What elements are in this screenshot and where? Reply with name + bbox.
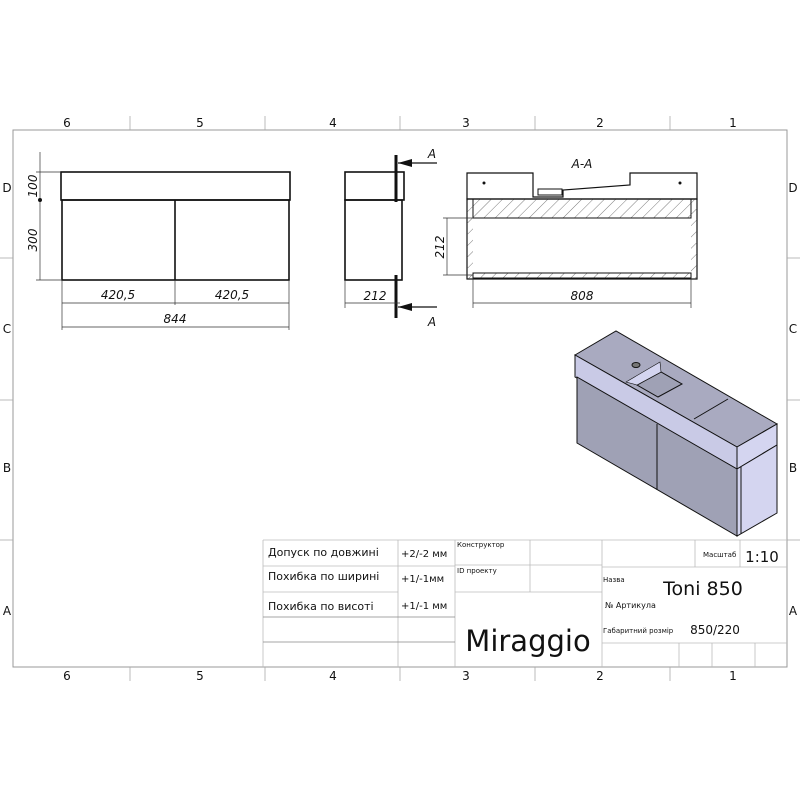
col-label: 2 xyxy=(596,669,604,683)
dim-inner-height: 212 xyxy=(433,236,447,259)
row-label: D xyxy=(2,181,11,195)
brand-logo: Miraggio xyxy=(465,624,590,658)
row-label: A xyxy=(3,604,12,618)
row-label: A xyxy=(789,604,798,618)
dim-depth: 212 xyxy=(364,289,387,303)
dim-inner-width: 808 xyxy=(571,289,594,303)
tolerance-height-value: +1/-1 мм xyxy=(401,601,447,612)
grid-ticks xyxy=(0,116,800,681)
row-label: B xyxy=(3,461,11,475)
col-label: 1 xyxy=(729,116,737,130)
title-block: Допуск по довжині +2/-2 мм Похибка по ши… xyxy=(262,539,787,667)
tolerance-length-value: +2/-2 мм xyxy=(401,549,447,560)
section-title: A-A xyxy=(571,157,593,171)
scale-value: 1:10 xyxy=(745,548,779,566)
col-label: 2 xyxy=(596,116,604,130)
designer-label: Конструктор xyxy=(457,541,505,549)
col-label: 6 xyxy=(63,669,71,683)
col-label: 4 xyxy=(329,669,337,683)
isometric-view xyxy=(573,330,779,537)
col-label: 1 xyxy=(729,669,737,683)
dim-total-width: 844 xyxy=(164,312,187,326)
project-id-label: ID проекту xyxy=(457,567,497,575)
dim-top-height: 100 xyxy=(26,174,40,197)
article-label: № Артикула xyxy=(605,601,656,610)
row-label: C xyxy=(3,322,11,336)
dim-body-height: 300 xyxy=(26,228,40,251)
col-label: 6 xyxy=(63,116,71,130)
tolerance-width-value: +1/-1мм xyxy=(401,574,444,585)
section-mark-top: A xyxy=(427,147,436,161)
dim-door-right: 420,5 xyxy=(215,288,249,302)
tolerance-height-label: Похибка по висоті xyxy=(268,600,374,613)
col-label: 5 xyxy=(196,669,204,683)
col-label: 4 xyxy=(329,116,337,130)
scale-label: Масштаб xyxy=(703,551,736,559)
size-value: 850/220 xyxy=(690,623,740,637)
name-label: Назва xyxy=(603,576,625,584)
section-mark-bottom: A xyxy=(427,315,436,329)
section-view: A-A 212 808 xyxy=(433,157,698,308)
col-label: 3 xyxy=(462,116,470,130)
dim-door-left: 420,5 xyxy=(101,288,135,302)
row-label: B xyxy=(789,461,797,475)
col-label: 3 xyxy=(462,669,470,683)
name-value: Toni 850 xyxy=(662,578,743,600)
size-label: Габаритний розмір xyxy=(603,627,674,635)
tolerance-width-label: Похибка по ширині xyxy=(268,570,379,583)
col-label: 5 xyxy=(196,116,204,130)
row-label: C xyxy=(789,322,797,336)
front-view: 100 300 420,5 420,5 844 xyxy=(26,152,291,330)
row-label: D xyxy=(788,181,797,195)
tolerance-length-label: Допуск по довжині xyxy=(268,546,379,559)
side-view: A A 212 xyxy=(344,147,437,329)
